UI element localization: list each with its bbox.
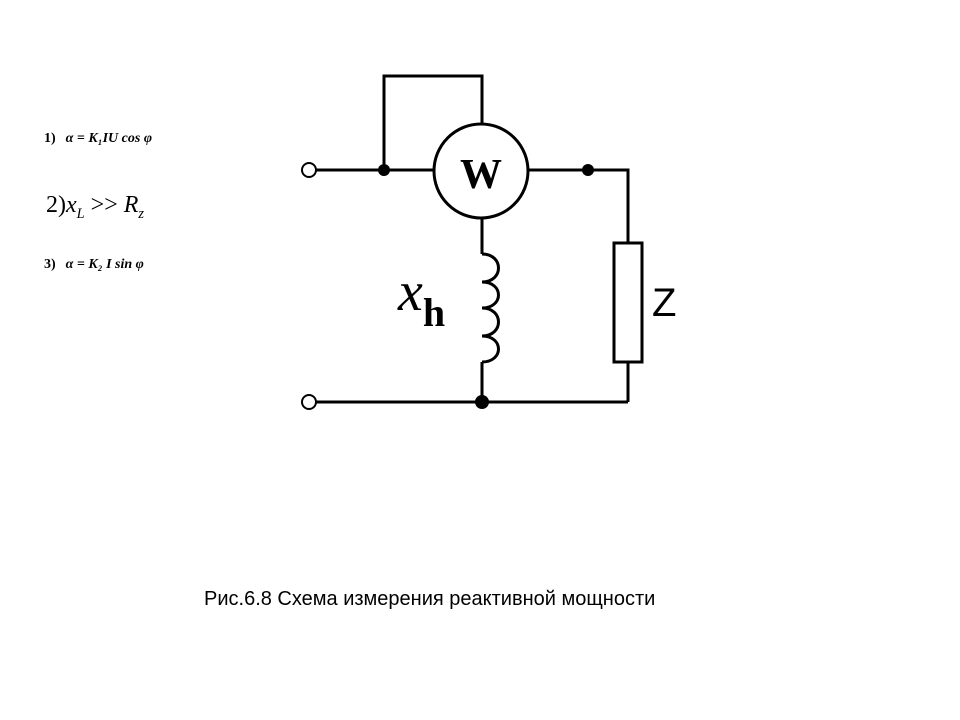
formula-3: 3) α = K₂ I sin φ bbox=[44, 257, 144, 273]
formula-2-r-sub: z bbox=[138, 205, 145, 222]
junction-dot-top-right bbox=[582, 164, 594, 176]
voltage-coil-loop-wire bbox=[382, 74, 484, 170]
input-terminal-top bbox=[301, 162, 317, 178]
inductor-label: xh bbox=[397, 261, 445, 335]
formula-1: 1) α = K₁IU cos φ bbox=[44, 131, 152, 147]
formula-2: 2)xL >> Rz bbox=[46, 192, 144, 223]
formula-2-number: 2) bbox=[46, 192, 66, 218]
inductor-coil bbox=[481, 252, 500, 364]
input-terminal-bottom bbox=[301, 394, 317, 410]
wattmeter-circle bbox=[432, 122, 530, 220]
load-resistor bbox=[612, 241, 644, 364]
figure-caption: Рис.6.8 Схема измерения реактивной мощно… bbox=[204, 588, 656, 610]
load-top-wire bbox=[588, 168, 630, 243]
formula-1-text: α = K₁IU cos φ bbox=[65, 131, 153, 146]
junction-dot-bottom bbox=[475, 395, 489, 409]
load-label: Z bbox=[652, 281, 676, 325]
formula-1-number: 1) bbox=[44, 131, 56, 146]
formula-2-x: x bbox=[66, 192, 77, 218]
formula-2-x-sub: L bbox=[76, 205, 85, 222]
wattmeter-label: W bbox=[460, 152, 502, 198]
junction-dot-top-left bbox=[378, 164, 390, 176]
formula-3-text: α = K₂ I sin φ bbox=[65, 257, 144, 272]
inductor-sub: h bbox=[423, 290, 445, 335]
formula-3-number: 3) bbox=[44, 257, 56, 272]
inductor-x: x bbox=[397, 261, 423, 323]
formula-2-operator: >> bbox=[84, 192, 124, 218]
formula-2-r: R bbox=[123, 192, 139, 218]
